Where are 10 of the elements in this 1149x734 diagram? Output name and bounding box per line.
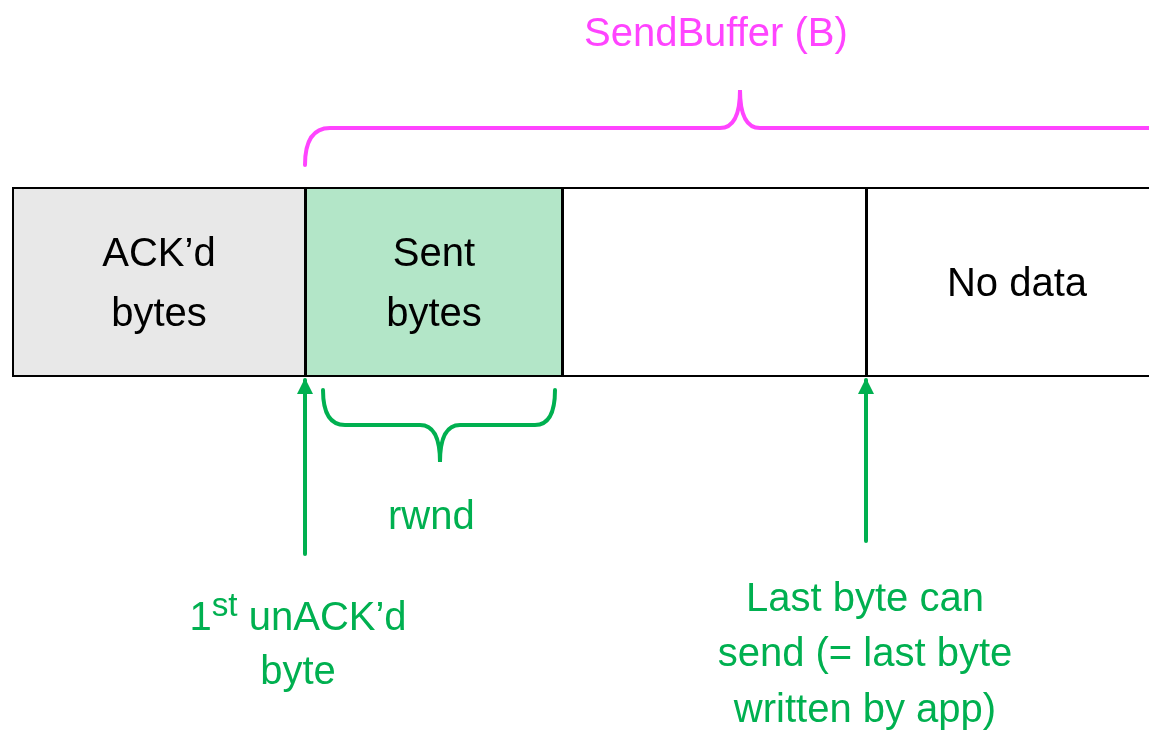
annotation-text: Last byte can send (= last byte written by app) xyxy=(690,572,1040,734)
buffer-segment: ACK’d bytes xyxy=(12,187,306,377)
buffer-segment: No data xyxy=(866,187,1149,377)
arrow xyxy=(858,378,874,543)
buffer-label: SendBuffer (B) xyxy=(584,10,848,55)
arrow xyxy=(297,378,313,556)
buffer-segment: Sent bytes xyxy=(305,187,563,377)
buffer-segment xyxy=(562,187,867,377)
annotation-text: 1$^{st}$ unACK’d byte xyxy=(148,585,448,695)
window-label: rwnd xyxy=(388,493,475,538)
